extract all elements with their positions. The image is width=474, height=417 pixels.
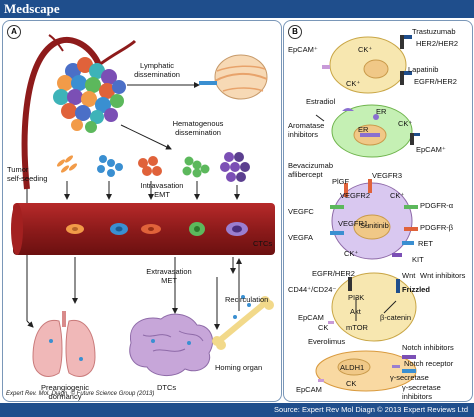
- bevacizumab-label: Bevacizumab aflibercept: [288, 161, 334, 179]
- wnt-inhibitors-label: Wnt inhibitors: [420, 271, 466, 280]
- estradiol-label: Estradiol: [306, 97, 336, 106]
- egfr-her2-label: EGFR/HER2: [414, 77, 457, 86]
- brand-logo: Medscape: [4, 1, 60, 16]
- er-ck-label: CK⁺: [398, 119, 413, 128]
- bone: [212, 295, 274, 350]
- her2-ck-bottom-label: CK⁺: [346, 79, 361, 88]
- blood-vessel: [11, 203, 275, 255]
- hematogenous-dissemination-label: Hematogenous dissemination: [172, 119, 224, 137]
- vegfr3-label: VEGFR3: [372, 171, 403, 180]
- sunitinib-label: Sunitinib: [360, 221, 389, 230]
- pi3k-epcam-label: EpCAM: [298, 313, 324, 322]
- notch-inhibitors-label: Notch inhibitors: [402, 343, 454, 352]
- trastuzumab-label: Trastuzumab: [412, 27, 456, 36]
- footer-bar: Source: Expert Rev Mol Diagn © 2013 Expe…: [0, 403, 474, 417]
- header-bar: Medscape: [0, 0, 474, 18]
- vegfa-label: VEGFA: [288, 233, 314, 242]
- vegfr1-label: VEGFR1: [338, 219, 369, 228]
- kit-label: KIT: [412, 255, 424, 264]
- frizzled-label: Frizzled: [402, 285, 430, 294]
- pi3k-ck-label: CK: [318, 323, 329, 332]
- homing-organ-label: Homing organ: [215, 363, 263, 372]
- pi3k-label: PI3K: [348, 293, 365, 302]
- panel-a-art: [11, 34, 275, 377]
- extravasation-met-label: Extravasation MET: [146, 267, 192, 285]
- angio-ck-bottom-label: CK⁺: [344, 249, 359, 258]
- source-line: Source: Expert Rev Mol Diagn © 2013 Expe…: [274, 405, 468, 414]
- er-top-label: ER: [376, 107, 387, 116]
- panel-a: A Lymphatic dissemination Hematogenous d…: [2, 20, 282, 402]
- ret-label: RET: [418, 239, 433, 248]
- gamma-secretase-label: γ-secretase: [390, 373, 429, 382]
- gamma-secretase-inhibitors-label: γ-secretase inhibitors: [402, 383, 441, 401]
- angio-ck-top-label: CK⁺: [390, 191, 405, 200]
- notch-receptor-label: Notch receptor: [404, 359, 454, 368]
- notch-cell: [315, 350, 417, 392]
- preangiogenic-dormancy-label: Preangiogenic dormancy: [41, 383, 89, 401]
- vegfr2-label: VEGFR2: [340, 191, 371, 200]
- vegfc-label: VEGFC: [288, 207, 314, 216]
- er-epcam-label: EpCAM⁺: [416, 145, 446, 154]
- capillary-branch: [98, 39, 137, 67]
- intravasation-emt-label: Intravasation EMT: [140, 181, 184, 199]
- figure-credit: Expert Rev. Mol. Diagn. © Future Science…: [6, 391, 155, 397]
- pi3k-wnt-cell: [328, 272, 417, 342]
- pdgfr-alpha-label: PDGFR-α: [420, 201, 454, 210]
- er-nucleus-label: ER: [358, 125, 369, 134]
- aromatase-inhibitors-label: Aromatase inhibitors: [288, 121, 325, 139]
- angiogenesis-cell: [330, 179, 418, 260]
- pi3k-egfr-her2-label: EGFR/HER2: [312, 269, 355, 278]
- lungs: [32, 311, 96, 377]
- mtor-label: mTOR: [346, 323, 368, 332]
- akt-label: Akt: [350, 307, 361, 316]
- panel-b: B EpCAM⁺ CK⁺ Trastuzumab HER2/HER2 CK⁺ L…: [283, 20, 473, 402]
- her2-epcam-label: EpCAM⁺: [288, 45, 318, 54]
- er-cell: [315, 104, 420, 158]
- notch-epcam-label: EpCAM: [296, 385, 322, 394]
- emt-cells: [56, 152, 250, 182]
- wnt-label: Wnt: [402, 271, 416, 280]
- everolimus-label: Everolimus: [308, 337, 346, 346]
- plgf-label: PlGF: [332, 177, 350, 186]
- pdgfr-beta-label: PDGFR-β: [420, 223, 454, 232]
- notch-ck-label: CK: [346, 379, 357, 388]
- recirculation-label: Recirculation: [225, 295, 269, 304]
- lapatinib-label: Lapatinib: [408, 65, 439, 74]
- her2-her2-label: HER2/HER2: [416, 39, 459, 48]
- tumor-self-seeding-label: Tumor self-seeding: [7, 165, 48, 183]
- lymph-node: [199, 54, 268, 100]
- lymphatic-dissemination-label: Lymphatic dissemination: [134, 61, 180, 79]
- panel-b-tag: B: [288, 25, 302, 39]
- beta-catenin-label: β-catenin: [380, 313, 411, 322]
- her2-ck-top-label: CK⁺: [358, 45, 373, 54]
- ctcs-label: CTCs: [253, 239, 273, 248]
- aldh1-label: ALDH1: [340, 363, 365, 372]
- dtcs-label: DTCs: [157, 383, 177, 392]
- cd44-cd24-label: CD44⁺/CD24⁻: [288, 285, 337, 294]
- panel-b-art: [315, 35, 420, 392]
- primary-tumor: [53, 57, 126, 133]
- brain: [129, 313, 213, 376]
- her2-cell: [322, 35, 412, 94]
- panel-a-tag: A: [7, 25, 21, 39]
